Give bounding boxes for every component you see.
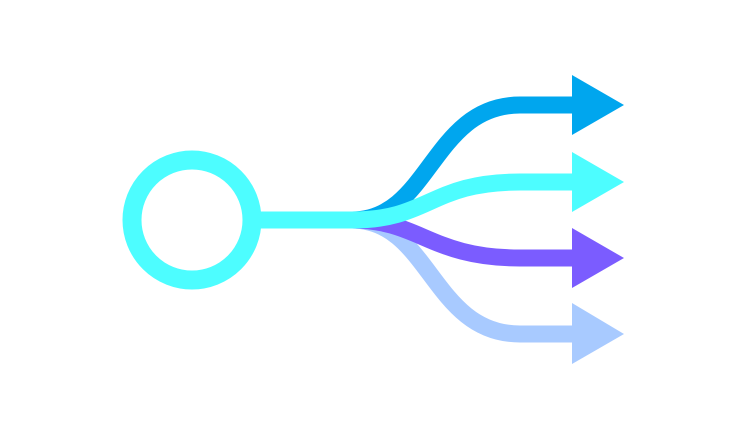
branch-bottom-stroke xyxy=(351,211,578,343)
source-node xyxy=(122,150,356,290)
branch-lower-middle-stroke xyxy=(351,211,578,267)
branch-top-arrowhead xyxy=(572,75,624,135)
source-ring xyxy=(122,150,262,290)
branch-upper-middle-arrowhead xyxy=(572,152,624,212)
branch-top-stroke xyxy=(351,96,578,229)
branch-upper-middle xyxy=(351,152,624,229)
branch-bottom-arrowhead xyxy=(572,303,624,364)
branch-lower-middle xyxy=(351,211,624,288)
branch-lower-middle-arrowhead xyxy=(572,228,624,288)
branch-upper-middle-stroke xyxy=(351,173,578,229)
